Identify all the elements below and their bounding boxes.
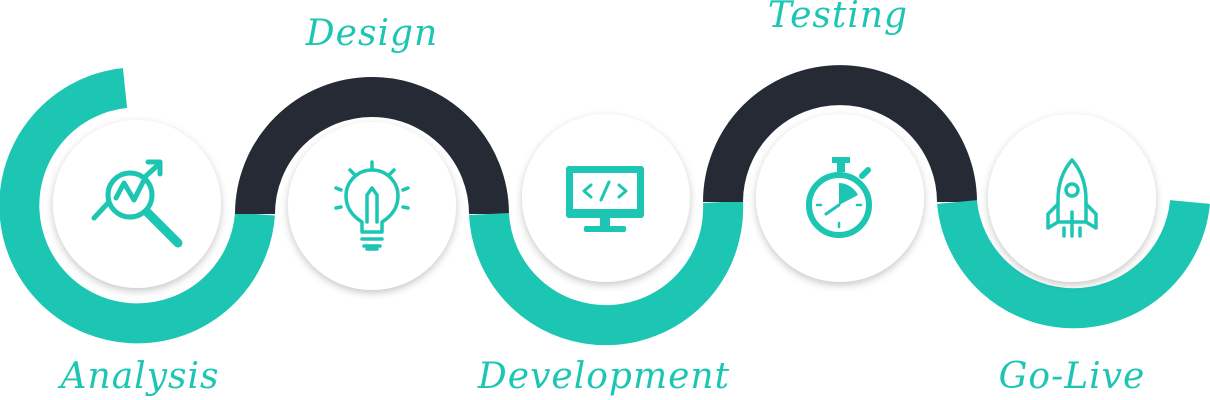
timeline-ribbon	[0, 65, 1210, 346]
analytics-magnifier-icon	[91, 159, 183, 248]
ribbon-arc-analysis	[0, 68, 275, 344]
ribbon-arc-golive	[937, 199, 1210, 329]
ribbon-arc-development	[469, 201, 744, 346]
step-circle-analysis	[53, 120, 221, 288]
rocket-icon	[1046, 158, 1098, 238]
stopwatch-icon	[806, 157, 872, 238]
step-labels: Analysis Design Development Testing Go-L…	[58, 0, 1146, 397]
step-label-design: Design	[305, 13, 438, 54]
step-circle-design	[288, 122, 456, 290]
ribbon-arc-testing	[703, 65, 977, 203]
code-monitor-icon	[566, 166, 644, 232]
step-label-analysis: Analysis	[58, 356, 220, 397]
step-label-development: Development	[477, 356, 730, 397]
step-label-testing: Testing	[768, 0, 908, 36]
lightbulb-pencil-icon	[334, 160, 410, 251]
step-circle-golive	[988, 114, 1156, 282]
ribbon-arc-design	[235, 77, 509, 215]
step-label-golive: Go-Live	[999, 356, 1146, 397]
